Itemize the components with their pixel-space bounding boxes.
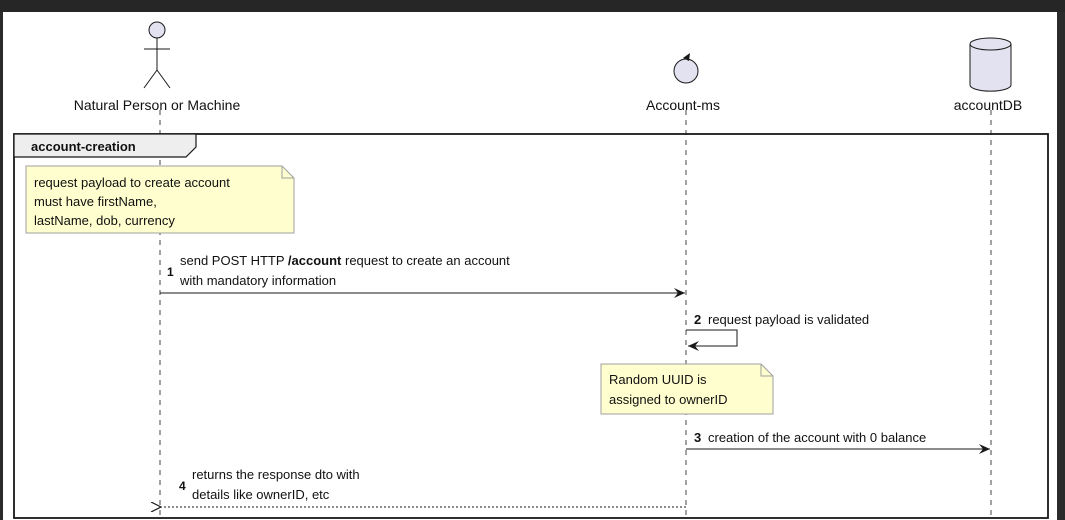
note-request-payload <box>25 165 295 234</box>
message-4-text: returns the response dto with details li… <box>192 467 363 502</box>
note1-line-2: must have firstName, <box>34 194 157 209</box>
message-2-arrow <box>686 329 738 351</box>
group-frame <box>13 133 1049 519</box>
message-2-text: request payload is validated <box>708 312 869 327</box>
note1-line-3: lastName, dob, currency <box>34 213 175 228</box>
participant-label-db: accountDB <box>954 97 1022 113</box>
message-2-number: 2 <box>694 312 701 327</box>
message-3-number: 3 <box>694 430 701 445</box>
note2-line-1: Random UUID is <box>609 372 707 387</box>
message-1-text: send POST HTTP /account request to creat… <box>179 253 513 288</box>
participant-label-service: Account-ms <box>646 97 720 113</box>
group-tab <box>13 133 197 158</box>
message-3-text: creation of the account with 0 balance <box>708 430 926 445</box>
svg-text:Random UUID is assigned t: Random UUID is assigned to ownerID <box>609 372 728 407</box>
participant-label-actor: Natural Person or Machine <box>74 97 241 113</box>
control-icon <box>673 53 699 84</box>
note2-line-2: assigned to ownerID <box>609 392 728 407</box>
note-random-uuid <box>600 363 774 415</box>
message-4-number: 4 <box>179 479 186 493</box>
message-1-number: 1 <box>167 265 174 279</box>
toolbar-strip <box>0 0 1065 12</box>
group-label: account-creation <box>31 139 136 154</box>
sequence-diagram: Natural Person or Machine Account-ms acc… <box>13 21 1049 520</box>
svg-text:request payload to create acco: request payload to create account must h… <box>34 175 233 228</box>
diagram-canvas: Natural Person or Machine Account-ms acc… <box>3 12 1057 520</box>
note1-line-1: request payload to create account <box>34 175 230 190</box>
actor-icon <box>143 21 171 89</box>
database-icon <box>969 37 1012 92</box>
